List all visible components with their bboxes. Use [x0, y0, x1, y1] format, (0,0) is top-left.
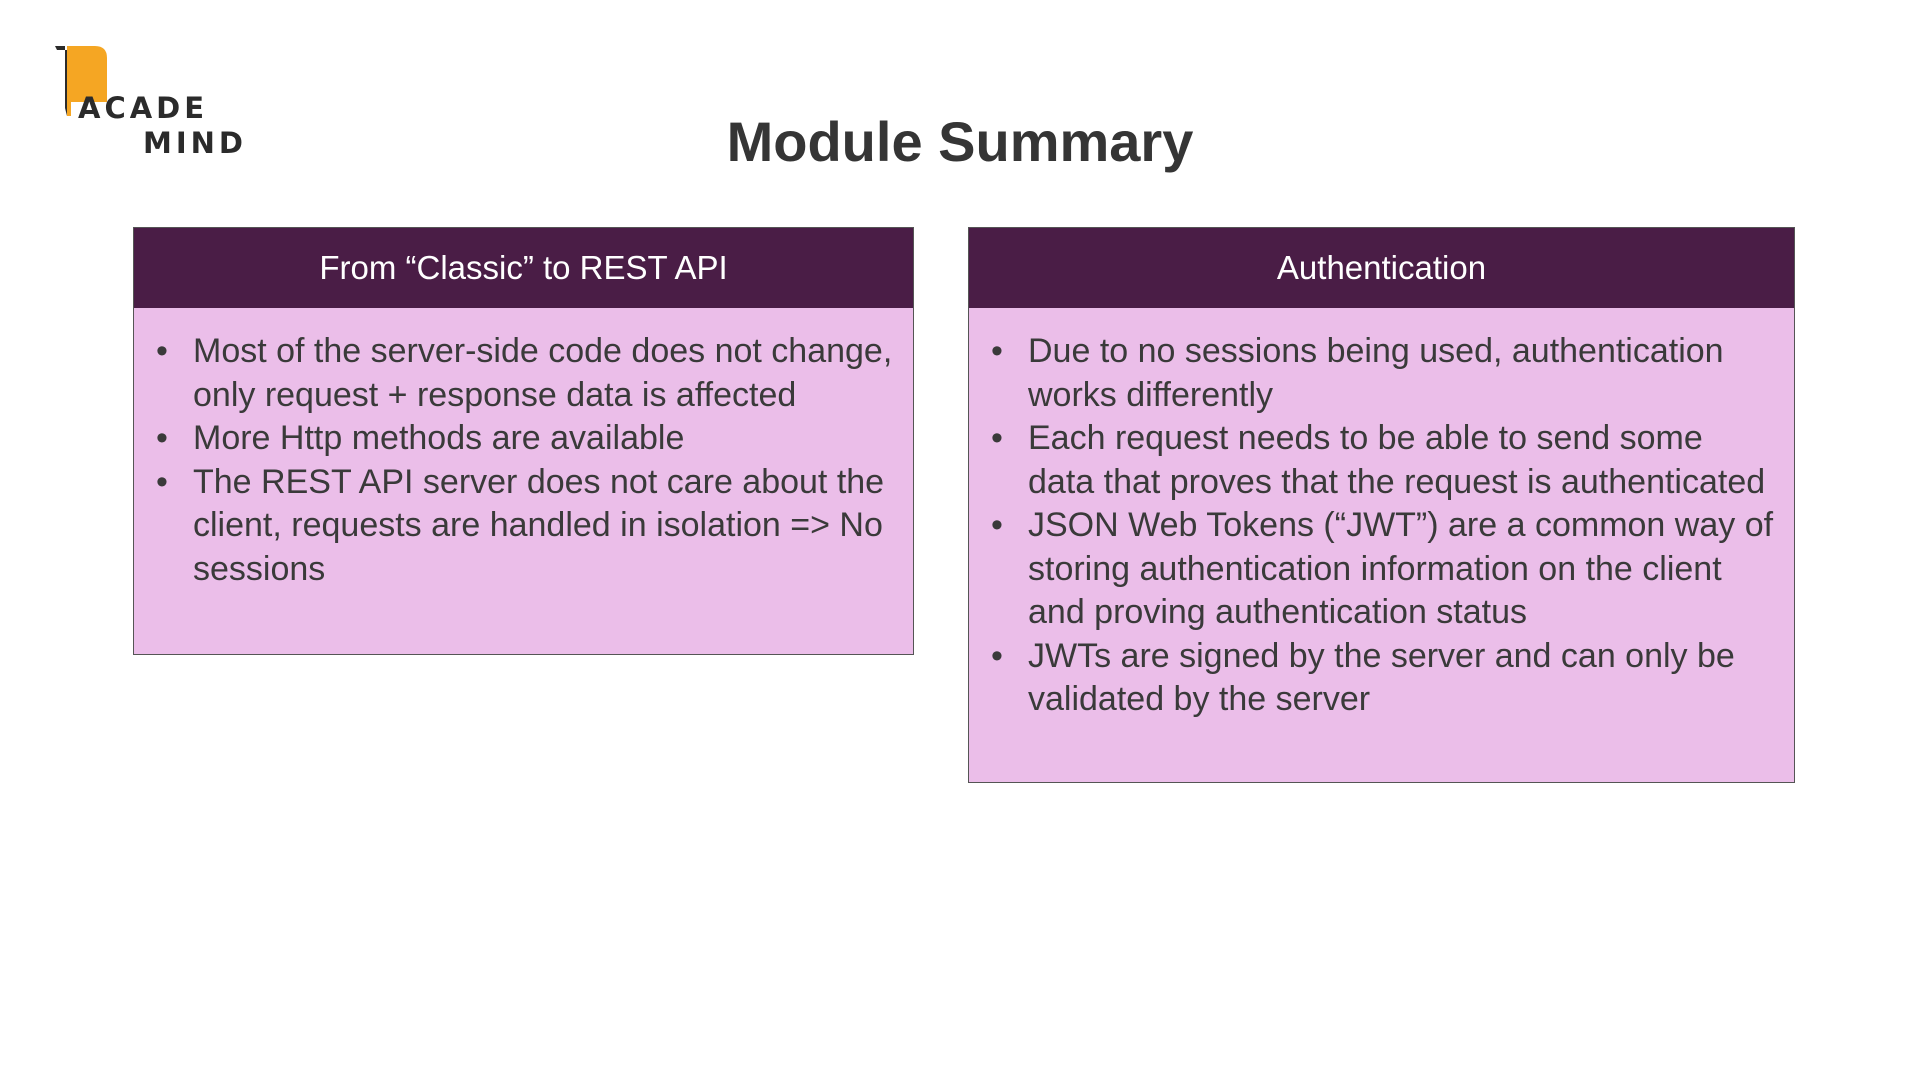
- logo-text-line2: MIND: [143, 126, 247, 160]
- bullet-icon: •: [156, 462, 168, 501]
- list-item-text: JWTs are signed by the server and can on…: [1028, 636, 1735, 719]
- bullet-icon: •: [156, 419, 168, 457]
- logo-mark-icon: [55, 46, 107, 116]
- list-item: • More Http methods are available: [134, 417, 893, 461]
- bullet-icon: •: [991, 506, 1003, 544]
- card-header: From “Classic” to REST API: [134, 228, 913, 308]
- list-item: • Most of the server-side code does not …: [134, 330, 893, 417]
- page-title: Module Summary: [726, 110, 1194, 173]
- list-item-text: Each request needs to be able to send so…: [1028, 419, 1766, 501]
- list-item-text: The REST API server does not care about …: [193, 462, 885, 588]
- bullet-list: • Due to no sessions being used, authent…: [969, 308, 1794, 722]
- list-item-text: JSON Web Tokens (“JWT”) are a common way…: [1028, 506, 1774, 631]
- card-header: Authentication: [969, 228, 1794, 308]
- card-authentication: Authentication • Due to no sessions bein…: [968, 227, 1795, 783]
- logo-text-line1: ACADE: [78, 91, 209, 125]
- list-item-text: Due to no sessions being used, authentic…: [1028, 332, 1724, 414]
- academind-logo: ACADE MIND: [55, 46, 255, 158]
- list-item: • JSON Web Tokens (“JWT”) are a common w…: [969, 504, 1774, 635]
- list-item: • The REST API server does not care abou…: [134, 461, 893, 592]
- bullet-icon: •: [991, 332, 1003, 370]
- list-item: • Each request needs to be able to send …: [969, 417, 1774, 504]
- list-item: • JWTs are signed by the server and can …: [969, 635, 1774, 722]
- list-item-text: Most of the server-side code does not ch…: [193, 332, 893, 414]
- bullet-icon: •: [991, 419, 1003, 457]
- card-classic-to-rest: From “Classic” to REST API • Most of the…: [133, 227, 914, 655]
- bullet-icon: •: [156, 332, 168, 370]
- list-item-text: More Http methods are available: [193, 419, 685, 457]
- bullet-list: • Most of the server-side code does not …: [134, 308, 913, 591]
- list-item: • Due to no sessions being used, authent…: [969, 330, 1774, 417]
- bullet-icon: •: [991, 636, 1003, 675]
